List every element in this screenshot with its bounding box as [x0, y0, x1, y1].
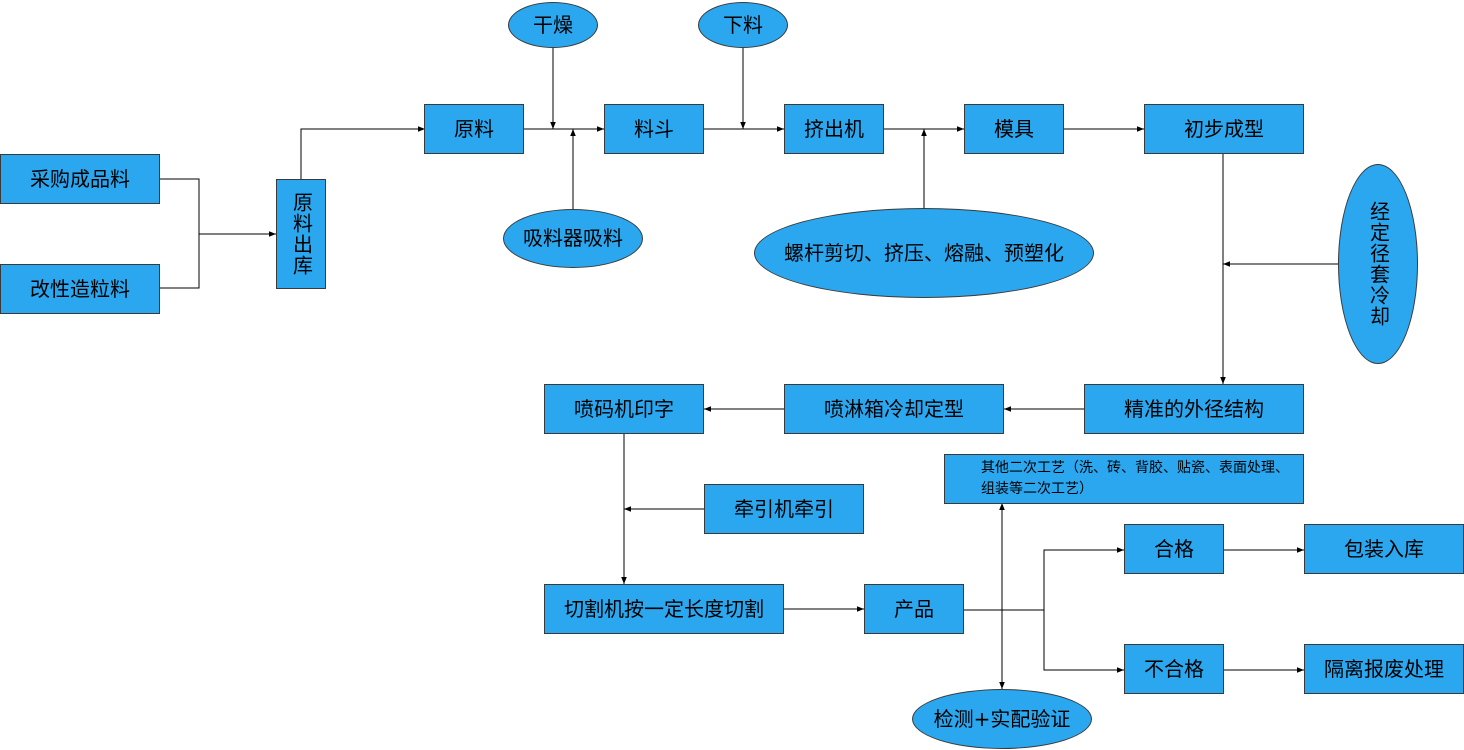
node-raw-out: 原料出库 [276, 179, 326, 289]
edge-purchase-merge [159, 178, 200, 234]
node-mold: 模具 [964, 104, 1064, 154]
node-cut: 切割机按一定长度切割 [544, 584, 784, 634]
node-hopper: 料斗 [604, 104, 704, 154]
node-dry: 干燥 [508, 2, 598, 48]
node-product: 产品 [864, 584, 964, 634]
node-unload: 下料 [698, 2, 788, 48]
node-inspect: 检测+实配验证 [912, 689, 1092, 749]
edge-modified-merge [159, 234, 200, 289]
edge-branch-to-fail [1043, 610, 1124, 673]
node-modified: 改性造粒料 [0, 264, 160, 314]
node-scrap: 隔离报废处理 [1304, 644, 1464, 694]
node-spray-cool: 喷淋箱冷却定型 [784, 384, 1004, 434]
edge-branch-to-pass [1043, 547, 1124, 610]
node-raw: 原料 [424, 104, 524, 154]
node-initial: 初步成型 [1144, 104, 1304, 154]
node-screw: 螺杆剪切、挤压、熔融、预塑化 [754, 208, 1094, 298]
node-sizing: 经定径套冷却 [1338, 164, 1418, 364]
node-traction: 牵引机牵引 [704, 484, 864, 534]
node-pass: 合格 [1124, 524, 1224, 574]
node-fail: 不合格 [1124, 644, 1224, 694]
edge-raw-out-to-raw [300, 126, 425, 179]
node-extruder: 挤出机 [784, 104, 884, 154]
node-print: 喷码机印字 [544, 384, 704, 434]
node-pack: 包装入库 [1304, 524, 1464, 574]
node-purchase: 采购成品料 [0, 154, 160, 204]
node-secondary: 其他二次工艺（洗、砖、背胶、贴瓷、表面处理、组装等二次工艺） [944, 454, 1304, 504]
node-precise: 精准的外径结构 [1084, 384, 1304, 434]
node-suction: 吸料器吸料 [503, 209, 643, 268]
